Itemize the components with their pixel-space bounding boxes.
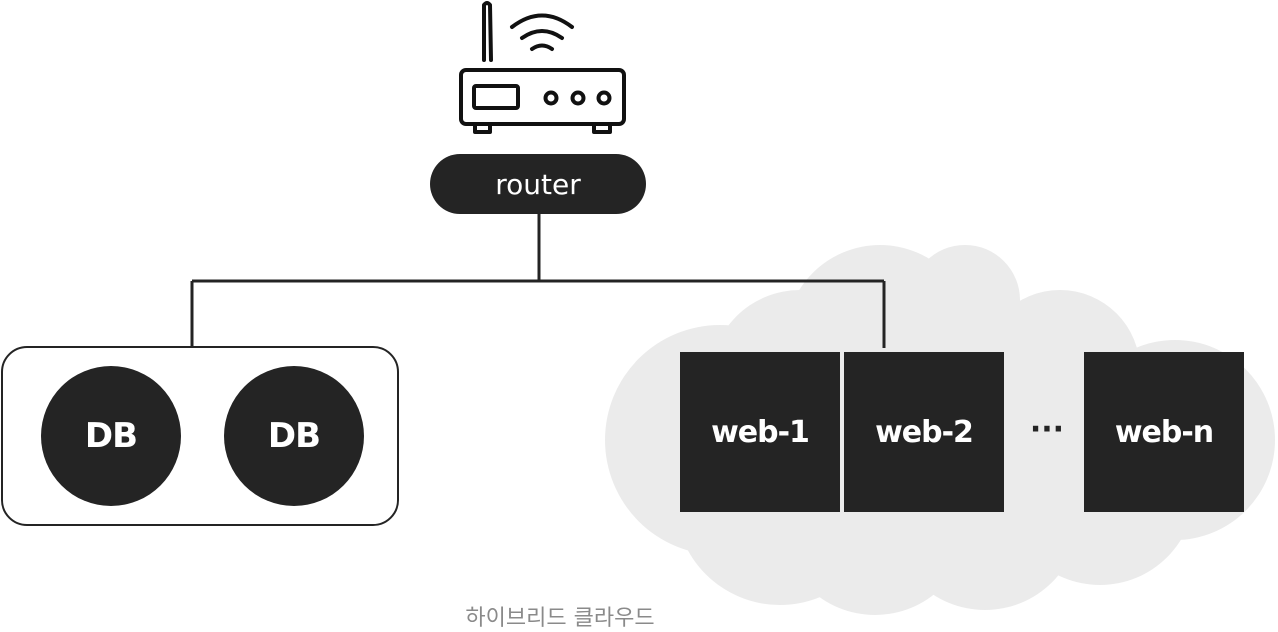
more-servers-ellipsis: ··· [1029, 412, 1065, 447]
wifi-wave-inner [530, 43, 554, 51]
wifi-wave-middle [520, 29, 564, 40]
web-server-node: web-2 [844, 352, 1004, 512]
antenna-icon [482, 1, 493, 62]
connector-lines [190, 214, 886, 348]
db-node-label: DB [84, 416, 138, 456]
web-server-label: web-1 [711, 414, 810, 450]
web-server-label: web-2 [875, 414, 974, 450]
web-server-label: web-n [1114, 414, 1214, 450]
router-icon [459, 1, 626, 134]
database-group [1, 346, 399, 526]
web-server-node: web-1 [680, 352, 840, 512]
db-node: DB [41, 366, 181, 506]
cloud-caption: 하이브리드 클라우드 [465, 606, 655, 631]
wifi-wave-outer [510, 13, 574, 29]
db-node-label: DB [267, 416, 321, 456]
web-server-node: web-n [1084, 352, 1244, 512]
db-node: DB [224, 366, 364, 506]
router-label-pill: router [430, 154, 646, 214]
router-label: router [495, 167, 581, 201]
